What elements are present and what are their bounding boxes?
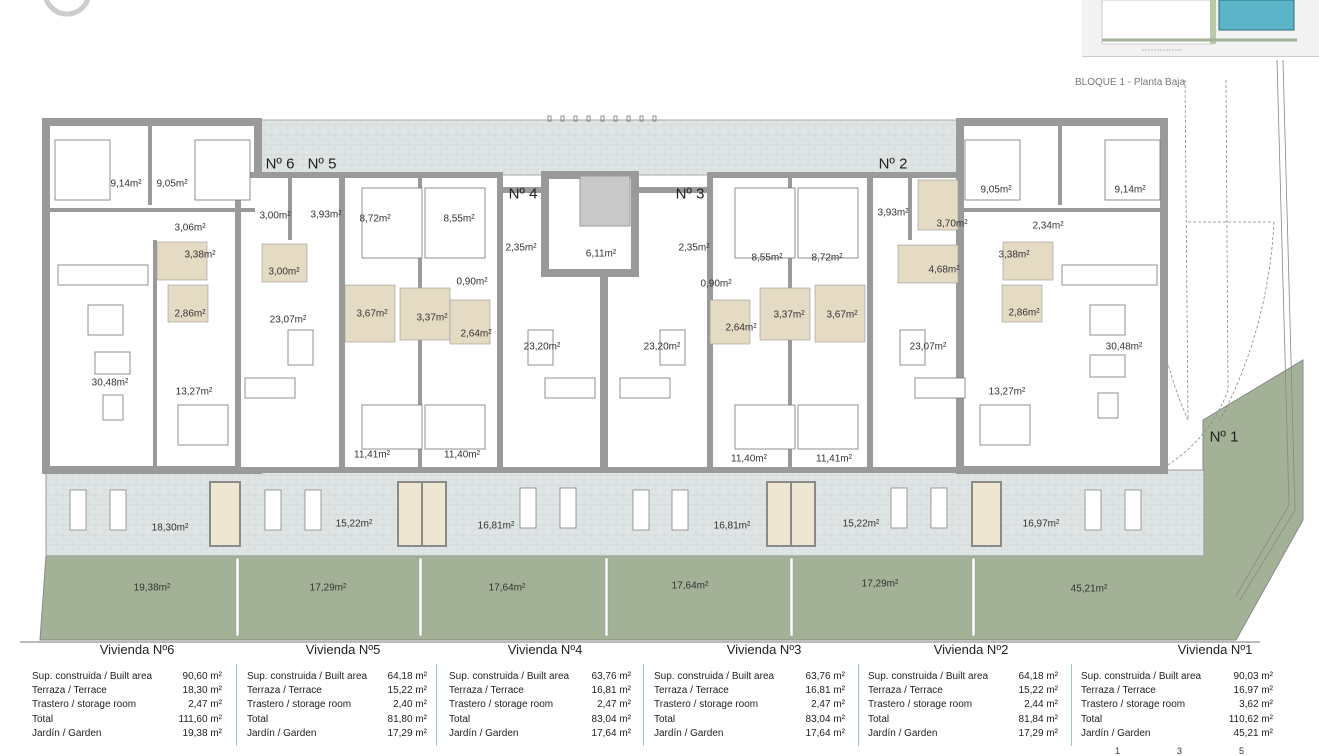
room-area: 3,38m² <box>184 249 216 261</box>
room-area: 3,70m² <box>936 218 968 230</box>
room-area: 2,86m² <box>1008 307 1040 319</box>
separator <box>436 664 437 746</box>
garden-area-1: 45,21m² <box>1070 583 1108 595</box>
unit-title: Vivienda Nº3 <box>726 642 802 657</box>
room-area: 2,35m² <box>678 242 710 254</box>
terrace-area-6: 18,30m² <box>151 522 189 534</box>
wet-rooms <box>156 179 1054 345</box>
stair-area: 6,11m² <box>585 248 617 260</box>
garden-area-5: 17,29m² <box>309 582 347 594</box>
storage-rooms <box>209 481 1002 547</box>
terrace-area-5: 15,22m² <box>335 518 373 530</box>
unit-summary-2: Vivienda Nº2 Sup. construida / Built are… <box>868 642 1058 739</box>
entrance-label-1: Nº 1 <box>1209 428 1239 446</box>
room-area: 11,40m² <box>731 453 767 465</box>
entrance-label-4: Nº 4 <box>508 185 538 203</box>
room-area: 8,55m² <box>443 213 475 225</box>
divider <box>20 641 1260 643</box>
room-area: 9,05m² <box>980 184 1012 196</box>
entrance-label-2: Nº 2 <box>878 155 908 173</box>
entrance-label-5: Nº 5 <box>307 155 337 173</box>
room-area: 0,90m² <box>456 276 488 288</box>
terrace-area-4: 16,81m² <box>477 520 515 532</box>
terrace-area-2: 15,22m² <box>842 518 880 530</box>
separator <box>858 664 859 746</box>
entrance-label-6: Nº 6 <box>265 155 295 173</box>
unit-title: Vivienda Nº2 <box>933 642 1009 657</box>
room-area: 23,20m² <box>523 341 561 353</box>
separator <box>643 664 644 746</box>
room-area: 2,64m² <box>460 328 492 340</box>
room-area: 3,06m² <box>174 222 206 234</box>
room-area: 3,37m² <box>773 309 805 321</box>
room-area: 2,64m² <box>725 322 757 334</box>
room-area: 23,07m² <box>269 314 307 326</box>
unit-title: Vivienda Nº1 <box>1177 642 1253 657</box>
room-area: 0,90m² <box>700 278 732 290</box>
room-area: 3,67m² <box>356 308 388 320</box>
room-area: 3,67m² <box>826 309 858 321</box>
beds <box>54 139 1161 450</box>
garden-area-6: 19,38m² <box>133 582 171 594</box>
separator <box>236 664 237 746</box>
room-area: 9,05m² <box>156 178 188 190</box>
room-area: 3,37m² <box>416 312 448 324</box>
entrance-label-3: Nº 3 <box>675 185 705 203</box>
room-area: 30,48m² <box>1105 341 1143 353</box>
front-bollards <box>547 115 657 122</box>
room-area: 11,41m² <box>354 449 390 461</box>
room-area: 3,93m² <box>310 209 342 221</box>
unit-summary-1: Vivienda Nº1 Sup. construida / Built are… <box>1081 642 1273 739</box>
sofas <box>94 351 1126 421</box>
garden-area-4: 17,64m² <box>488 582 526 594</box>
dining-tables <box>57 264 1158 366</box>
room-area: 13,27m² <box>175 386 213 398</box>
scale-bar-label: 3 <box>1177 746 1183 756</box>
unit-summary-3: Vivienda Nº3 Sup. construida / Built are… <box>654 642 845 739</box>
terrace-tables <box>69 487 1142 531</box>
room-area: 4,68m² <box>928 264 960 276</box>
room-area: 2,86m² <box>174 308 206 320</box>
room-area: 3,00m² <box>268 266 300 278</box>
room-area: 11,41m² <box>816 453 852 465</box>
garden-area-2: 17,29m² <box>861 578 899 590</box>
room-area: 3,00m² <box>259 210 291 222</box>
key-plan-thumbnail <box>1082 0 1319 57</box>
room-area: 2,35m² <box>505 242 537 254</box>
room-area: 11,40m² <box>444 449 480 461</box>
unit-summary-5: Vivienda Nº5 Sup. construida / Built are… <box>247 642 427 739</box>
garden-area-3: 17,64m² <box>671 580 709 592</box>
scale-bar-label: 5 <box>1239 746 1245 756</box>
room-area: 9,14m² <box>1114 184 1146 196</box>
room-area: 3,38m² <box>998 249 1030 261</box>
room-area: 3,93m² <box>877 207 909 219</box>
room-area: 8,72m² <box>359 213 391 225</box>
room-area: 9,14m² <box>110 178 142 190</box>
room-area: 2,34m² <box>1032 220 1064 232</box>
floor-plan <box>39 59 1304 641</box>
room-area: 13,27m² <box>988 386 1026 398</box>
room-area: 8,55m² <box>751 252 783 264</box>
room-area: 23,20m² <box>643 341 681 353</box>
unit-title: Vivienda Nº6 <box>99 642 175 657</box>
terrace-area-1: 16,97m² <box>1022 518 1060 530</box>
key-plan-drawing <box>1101 0 1297 51</box>
plan-title: BLOQUE 1 - Planta Baja <box>1075 77 1186 88</box>
room-area: 23,07m² <box>909 341 947 353</box>
scale-bar-label: 1 <box>1115 746 1121 756</box>
room-area: 30,48m² <box>91 377 129 389</box>
unit-summary-4: Vivienda Nº4 Sup. construida / Built are… <box>449 642 631 739</box>
unit-title: Vivienda Nº5 <box>305 642 381 657</box>
unit-summary-6: Vivienda Nº6 Sup. construida / Built are… <box>32 642 222 739</box>
room-area: 8,72m² <box>811 252 843 264</box>
terrace-area-3: 16,81m² <box>713 520 751 532</box>
separator <box>1071 664 1072 746</box>
north-arrow-icon <box>43 0 91 17</box>
unit-title: Vivienda Nº4 <box>507 642 583 657</box>
